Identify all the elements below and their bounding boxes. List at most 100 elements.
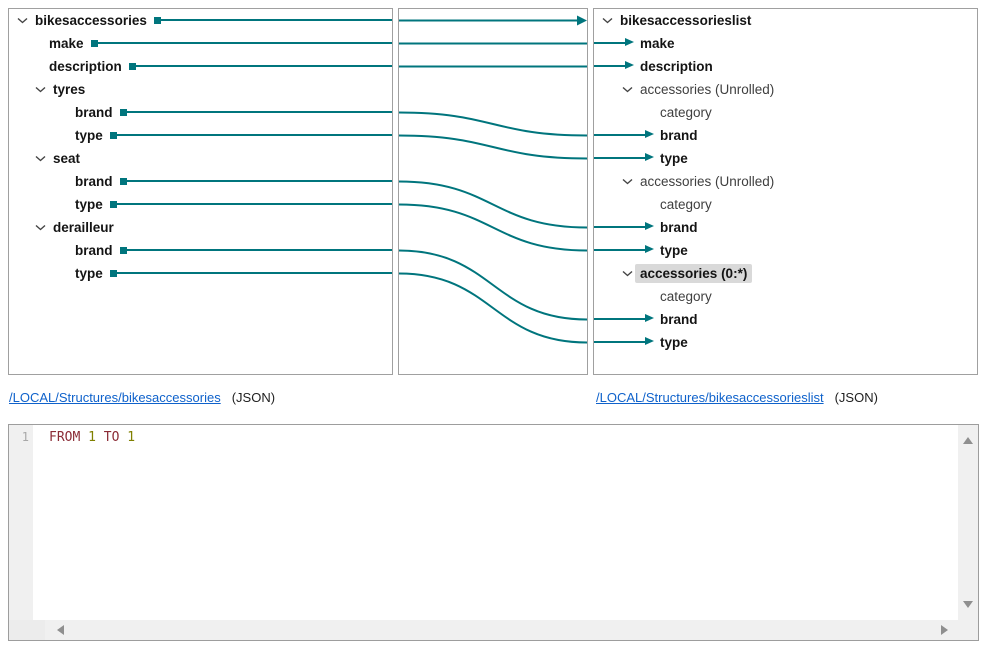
tree-node-accessories (Unrolled)[interactable]: accessories (Unrolled) [594,78,977,101]
mapping-stub[interactable] [153,17,392,24]
source-format-label: (JSON) [231,389,276,405]
target-structure-panel: bikesaccessorieslist make description acces… [593,8,978,375]
tree-node-brand[interactable]: brand [594,124,977,147]
mapping-arrow [594,38,634,46]
mapping-anchor-square [109,132,117,139]
node-label: derailleur [53,220,114,235]
mapping-stub-line [116,134,392,136]
tree-node-type[interactable]: type [9,262,392,285]
tree-node-category[interactable]: category [594,101,977,124]
tree-node-accessories (0:*)[interactable]: accessories (0:*) [594,262,977,285]
tree-node-type[interactable]: type [594,239,977,262]
scroll-up-icon[interactable] [963,437,973,444]
mapping-stub[interactable] [109,132,392,139]
target-tree: bikesaccessorieslist make description acces… [594,9,977,354]
chevron-down-icon[interactable] [622,86,633,93]
mapping-stub-line [160,19,392,21]
chevron-down-icon[interactable] [35,155,46,162]
mapping-stub[interactable] [119,178,392,185]
tree-node-bikesaccessories[interactable]: bikesaccessories [9,9,392,32]
tree-node-derailleur[interactable]: derailleur [9,216,392,239]
scroll-down-icon[interactable] [963,601,973,608]
tree-node-type[interactable]: type [9,124,392,147]
chevron-down-icon[interactable] [35,86,46,93]
code-token-plain [80,430,88,445]
node-label: type [75,197,103,212]
mapping-stub[interactable] [109,201,392,208]
mapping-arrowhead [577,15,587,26]
tree-node-tyres[interactable]: tyres [9,78,392,101]
mapping-line[interactable] [399,180,587,229]
chevron-down-icon[interactable] [35,224,46,231]
source-link-row: /LOCAL/Structures/bikesaccessories (JSON… [9,388,275,406]
mapping-arrow [594,130,654,138]
node-label: description [640,59,713,74]
mapping-line[interactable] [399,111,587,137]
tree-node-category[interactable]: category [594,285,977,308]
editor-gutter-corner [9,620,45,640]
node-label: type [660,335,688,350]
mapping-stub[interactable] [90,40,392,47]
tree-node-description[interactable]: description [594,55,977,78]
vertical-scrollbar[interactable] [958,425,978,620]
scroll-left-icon[interactable] [57,625,64,635]
node-label: type [75,128,103,143]
node-label: bikesaccessorieslist [620,13,752,28]
node-label: category [660,289,712,304]
tree-node-brand[interactable]: brand [594,216,977,239]
tree-node-make[interactable]: make [594,32,977,55]
chevron-down-icon[interactable] [602,17,613,24]
mapping-stub-line [116,272,392,274]
mapping-stub-line [135,65,392,67]
mapping-line[interactable] [399,203,587,252]
node-label: accessories (Unrolled) [640,82,775,97]
node-label: bikesaccessories [35,13,147,28]
tree-node-brand[interactable]: brand [594,308,977,331]
mapping-stub[interactable] [109,270,392,277]
tree-node-brand[interactable]: brand [9,101,392,124]
mapping-anchor-square [109,201,117,208]
mapping-line[interactable] [399,249,587,321]
mapping-anchor-square [119,178,127,185]
mapping-anchor-square [90,40,98,47]
tree-node-type[interactable]: type [594,147,977,170]
horizontal-scrollbar[interactable] [45,620,978,640]
mapping-line[interactable] [399,272,587,344]
target-link-row: /LOCAL/Structures/bikesaccessorieslist (… [596,388,878,406]
node-label: description [49,59,122,74]
mapping-stub[interactable] [119,247,392,254]
mapping-anchor-square [153,17,161,24]
mapping-stub[interactable] [119,109,392,116]
tree-node-description[interactable]: description [9,55,392,78]
node-label: category [660,197,712,212]
source-structure-link[interactable]: /LOCAL/Structures/bikesaccessories [9,389,221,405]
mapping-anchor-square [119,247,127,254]
tree-node-seat[interactable]: seat [9,147,392,170]
mapping-stub[interactable] [128,63,392,70]
node-label: brand [75,105,113,120]
tree-node-brand[interactable]: brand [9,239,392,262]
chevron-down-icon[interactable] [622,178,633,185]
source-tree: bikesaccessories make description tyres bran… [9,9,392,285]
chevron-down-icon[interactable] [17,17,28,24]
tree-node-type[interactable]: type [9,193,392,216]
tree-node-make[interactable]: make [9,32,392,55]
node-label: type [660,151,688,166]
mapping-canvas[interactable] [398,8,588,375]
target-structure-link[interactable]: /LOCAL/Structures/bikesaccessorieslist [596,389,824,405]
node-label: seat [53,151,81,166]
node-label: accessories (0:*) [635,264,753,283]
mapping-anchor-square [109,270,117,277]
mapping-line[interactable] [399,134,587,160]
mapping-lines-svg [399,15,587,344]
tree-node-brand[interactable]: brand [9,170,392,193]
chevron-down-icon[interactable] [622,270,633,277]
tree-node-bikesaccessorieslist[interactable]: bikesaccessorieslist [594,9,977,32]
expression-editor[interactable]: 1 FROM 1 TO 1 [8,424,979,641]
scroll-right-icon[interactable] [941,625,948,635]
tree-node-category[interactable]: category [594,193,977,216]
code-token-keyword: FROM [49,430,81,445]
tree-node-accessories (Unrolled)[interactable]: accessories (Unrolled) [594,170,977,193]
tree-node-type[interactable]: type [594,331,977,354]
editor-code-line[interactable]: FROM 1 TO 1 [49,425,956,620]
